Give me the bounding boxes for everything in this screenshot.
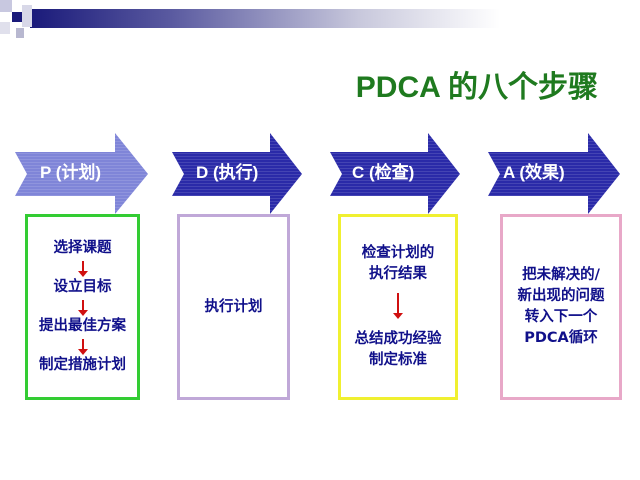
check-step: 执行结果: [369, 266, 427, 282]
act-box: 把未解决的/ 新出现的问题 转入下一个 PDCA循环: [500, 214, 622, 400]
arrow-label-c: C (检查): [352, 163, 415, 182]
arrow-d: [172, 133, 302, 214]
plan-step: 制定措施计划: [39, 357, 126, 373]
decor-square: [12, 12, 22, 22]
arrow-down-icon: [77, 339, 88, 355]
header-band: [30, 9, 500, 28]
arrow-p: [15, 133, 148, 214]
check-step: 检查计划的: [361, 245, 435, 261]
page-title: PDCA 的八个步骤: [355, 71, 598, 104]
plan-box: 选择课题 设立目标 提出最佳方案 制定措施计划: [25, 214, 140, 400]
check-step: 制定标准: [369, 352, 427, 368]
arrow-label-p: P (计划): [40, 163, 102, 182]
decor-square: [0, 22, 10, 34]
act-step: 把未解决的/: [522, 267, 600, 283]
act-step: PDCA循环: [524, 330, 598, 346]
act-step: 新出现的问题: [517, 288, 605, 304]
decor-square: [0, 0, 12, 12]
arrow-down-icon: [77, 300, 88, 316]
arrow-c: [330, 133, 460, 214]
arrow-label-d: D (执行): [196, 163, 259, 182]
plan-step: 设立目标: [53, 279, 112, 295]
do-box: 执行计划: [177, 214, 290, 400]
plan-step: 提出最佳方案: [39, 318, 126, 334]
check-step: 总结成功经验: [354, 331, 442, 347]
arrow-down-icon: [393, 293, 403, 319]
act-step: 转入下一个: [524, 309, 598, 325]
decor-square: [16, 28, 24, 38]
plan-step: 选择课题: [53, 240, 112, 256]
check-box: 检查计划的 执行结果 总结成功经验 制定标准: [338, 214, 458, 400]
do-step: 执行计划: [204, 298, 263, 315]
decor-square: [22, 5, 32, 27]
arrow-label-a: A (效果): [503, 163, 565, 182]
arrow-a: [488, 133, 620, 214]
arrow-down-icon: [77, 261, 88, 277]
